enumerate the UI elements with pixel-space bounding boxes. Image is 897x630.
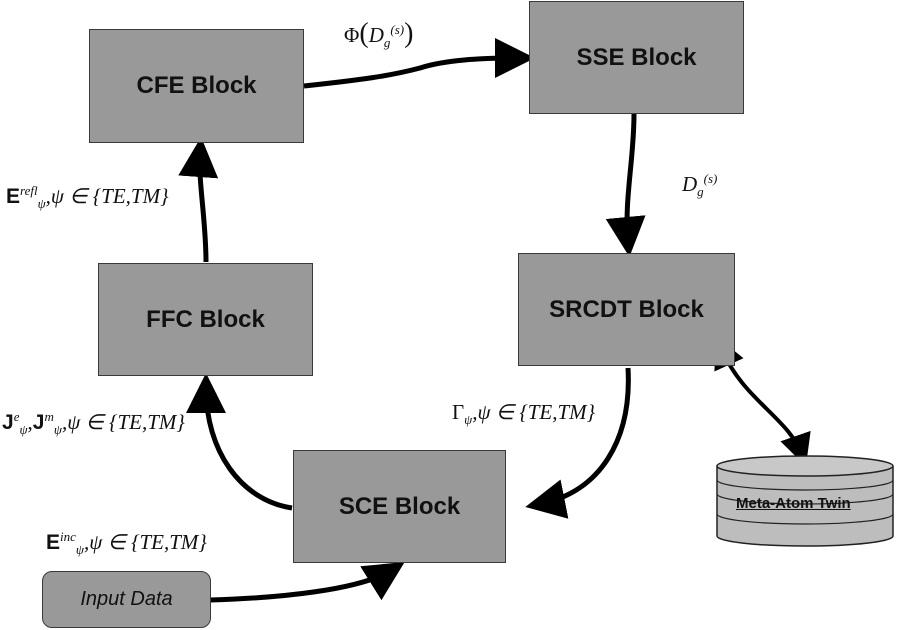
label-phi-dg: Φ(Dg(s)) bbox=[344, 18, 414, 51]
input-data-label: Input Data bbox=[80, 588, 173, 610]
label-gamma: Γψ,ψ ∈ {TE,TM} bbox=[452, 400, 596, 428]
arrow-srcdt-twin bbox=[714, 335, 811, 467]
srcdt-block[interactable]: SRCDT Block bbox=[518, 253, 735, 366]
label-j-em: Jeψ,Jmψ,ψ ∈ {TE,TM} bbox=[2, 409, 185, 438]
cfe-block-label: CFE Block bbox=[136, 72, 257, 99]
arrow-sce-to-ffc bbox=[186, 373, 293, 511]
ffc-block-label: FFC Block bbox=[146, 305, 265, 333]
ffc-block[interactable]: FFC Block bbox=[98, 263, 313, 376]
label-e-refl: Ereflψ,ψ ∈ {TE,TM} bbox=[6, 183, 169, 212]
input-data-node[interactable]: Input Data bbox=[42, 571, 211, 628]
arrow-input-to-sce bbox=[209, 562, 405, 603]
srcdt-block-label: SRCDT Block bbox=[549, 295, 704, 323]
label-dg: Dg(s) bbox=[682, 171, 718, 200]
arrow-ffc-to-cfe bbox=[178, 137, 219, 263]
arrow-srcdt-to-sce bbox=[525, 367, 631, 519]
meta-atom-twin-label: Meta-Atom Twin bbox=[736, 495, 851, 512]
arrow-sse-to-srcdt bbox=[605, 113, 646, 257]
cfe-block[interactable]: CFE Block bbox=[89, 29, 304, 143]
sce-block-label: SCE Block bbox=[338, 492, 461, 520]
label-e-inc: Eincψ,ψ ∈ {TE,TM} bbox=[46, 529, 207, 558]
sse-block-label: SSE Block bbox=[576, 43, 697, 71]
arrow-cfe-to-sse bbox=[303, 38, 535, 89]
database-cylinder-icon bbox=[716, 455, 894, 547]
sce-block[interactable]: SCE Block bbox=[293, 450, 506, 563]
sse-block[interactable]: SSE Block bbox=[529, 1, 744, 114]
